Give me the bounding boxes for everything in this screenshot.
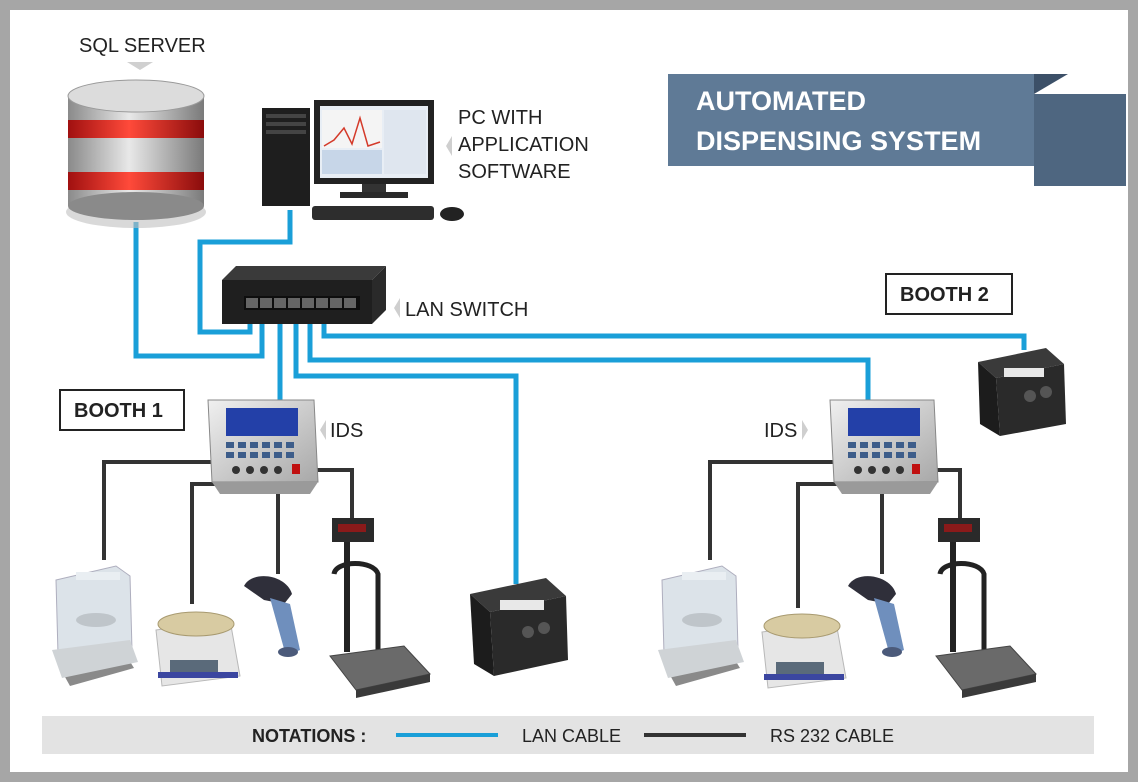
thermal-printer-icon-right bbox=[978, 348, 1066, 436]
barcode-scanner-icon-left bbox=[244, 576, 300, 657]
lan-cable-printer1 bbox=[293, 306, 519, 584]
booth2-box bbox=[885, 273, 1013, 315]
barcode-scanner-icon-right bbox=[848, 576, 904, 657]
pc-label-pointer bbox=[446, 136, 452, 156]
analytical-balance-icon-right bbox=[658, 565, 744, 686]
pc-label-line3: SOFTWARE bbox=[458, 161, 571, 183]
lan-cable-ids2 bbox=[307, 306, 871, 400]
booth1-label: BOOTH 1 bbox=[74, 400, 163, 422]
analytical-balance-icon-left bbox=[52, 565, 138, 686]
ids-terminal-right bbox=[829, 399, 939, 494]
booth1-box bbox=[59, 389, 185, 431]
lan-cable-pc bbox=[197, 210, 293, 335]
ids-terminal-left bbox=[207, 399, 319, 494]
title-line1: AUTOMATED bbox=[696, 86, 866, 116]
ids-left-label: IDS bbox=[330, 420, 363, 442]
thermal-printer-icon-left bbox=[470, 578, 568, 676]
ids-left-pointer bbox=[320, 420, 326, 440]
precision-scale-icon-left bbox=[155, 611, 241, 687]
platform-scale-icon-right bbox=[935, 518, 1037, 698]
precision-scale-icon-right bbox=[761, 613, 847, 689]
legend-lan-label: LAN CABLE bbox=[522, 726, 621, 746]
lan-switch-icon bbox=[222, 266, 386, 324]
ids-right-pointer bbox=[802, 420, 808, 440]
title-line2: DISPENSING SYSTEM bbox=[696, 126, 981, 156]
booth2-label: BOOTH 2 bbox=[900, 284, 989, 306]
sql-label-pointer bbox=[127, 62, 153, 70]
lan-switch-label: LAN SWITCH bbox=[405, 299, 528, 321]
database-icon bbox=[66, 79, 206, 228]
rs232-b2-balance bbox=[708, 460, 834, 560]
title-box bbox=[668, 74, 1126, 186]
legend-bar bbox=[42, 716, 1094, 754]
ids-right-label: IDS bbox=[764, 420, 797, 442]
legend-rs232-label: RS 232 CABLE bbox=[770, 726, 894, 746]
rs232-b1-balance bbox=[102, 460, 215, 560]
pc-label-line2: APPLICATION bbox=[458, 134, 589, 156]
platform-scale-icon-left bbox=[329, 518, 431, 698]
pc-icon bbox=[262, 100, 464, 221]
pc-label-line1: PC WITH bbox=[458, 107, 542, 129]
sql-server-label: SQL SERVER bbox=[79, 35, 206, 57]
switch-label-pointer bbox=[394, 298, 400, 318]
legend-heading: NOTATIONS : bbox=[252, 726, 366, 746]
lan-cable-sql bbox=[133, 222, 265, 359]
